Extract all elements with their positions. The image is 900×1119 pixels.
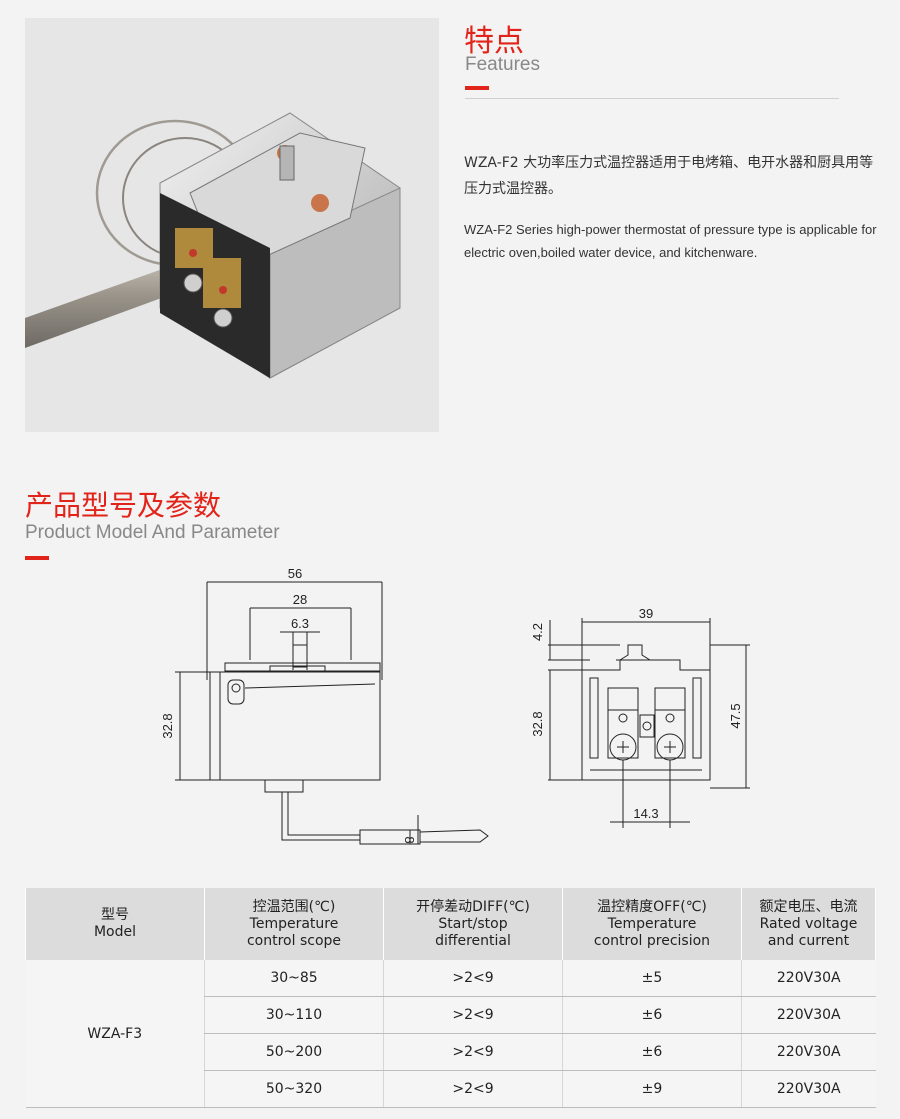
precision-cell: ±6 [562,996,742,1034]
product-accent-bar [25,556,49,560]
features-description-cn: WZA-F2 大功率压力式温控器适用于电烤箱、电开水器和厨具用等压力式温控器。 [464,155,874,197]
table-header-row: 型号 Model 控温范围(℃) Temperature control sco… [25,888,876,960]
features-title-en: Features [465,54,540,75]
table-row: 50~320 >2<9 ±9 220V30A [26,1070,876,1108]
range-cell: 30~110 [204,996,384,1034]
features-title-cn: 特点 [464,24,524,59]
dim-47-5: 47.5 [728,703,743,728]
rating-cell: 220V30A [741,1033,876,1071]
range-cell: 50~200 [204,1033,384,1071]
dim-56: 56 [288,566,302,581]
dim-39: 39 [639,606,653,621]
table-row: WZA-F3 30~85 >2<9 ±5 220V30A [25,960,876,1108]
thermostat-image [25,112,401,379]
header-rating: 额定电压、电流 Rated voltage and current [741,888,876,960]
range-cell: 30~85 [204,960,384,997]
model-cell: WZA-F3 [25,960,205,1108]
rating-cell: 220V30A [741,960,876,997]
dim-32-8-front: 32.8 [160,713,175,738]
rating-cell: 220V30A [741,996,876,1034]
diff-cell: >2<9 [383,960,563,997]
product-title-en: Product Model And Parameter [25,522,280,543]
dim-32-8-side: 32.8 [530,711,545,736]
header-model: 型号 Model [25,888,205,960]
dim-14-3: 14.3 [633,806,658,821]
dim-28: 28 [293,592,307,607]
header-range: 控温范围(℃) Temperature control scope [204,888,384,960]
dim-6-3: 6.3 [291,616,309,631]
precision-cell: ±5 [562,960,742,997]
diff-cell: >2<9 [383,996,563,1034]
diff-cell: >2<9 [383,1070,563,1108]
product-title-cn: 产品型号及参数 [25,489,222,522]
header-diff: 开停差动DIFF(℃) Start/stop differential [383,888,563,960]
rating-cell: 220V30A [741,1070,876,1108]
precision-cell: ±9 [562,1070,742,1108]
parameter-table: 型号 Model 控温范围(℃) Temperature control sco… [25,888,876,1108]
table-row: 50~200 >2<9 ±6 220V30A [26,1033,876,1071]
range-cell: 50~320 [204,1070,384,1108]
header-precision: 温控精度OFF(℃) Temperature control precision [562,888,742,960]
dimension-drawing: 56 28 6.3 32.8 8 39 4.2 32.8 47.5 14.3 [160,566,750,845]
features-accent-bar [465,86,489,90]
product-photo [25,18,439,432]
features-divider [465,98,839,99]
dim-8: 8 [402,836,417,843]
dim-4-2: 4.2 [530,623,545,641]
diff-cell: >2<9 [383,1033,563,1071]
features-description-en: WZA-F2 Series high-power thermostat of p… [464,222,877,260]
precision-cell: ±6 [562,1033,742,1071]
table-row: 30~110 >2<9 ±6 220V30A [26,996,876,1034]
